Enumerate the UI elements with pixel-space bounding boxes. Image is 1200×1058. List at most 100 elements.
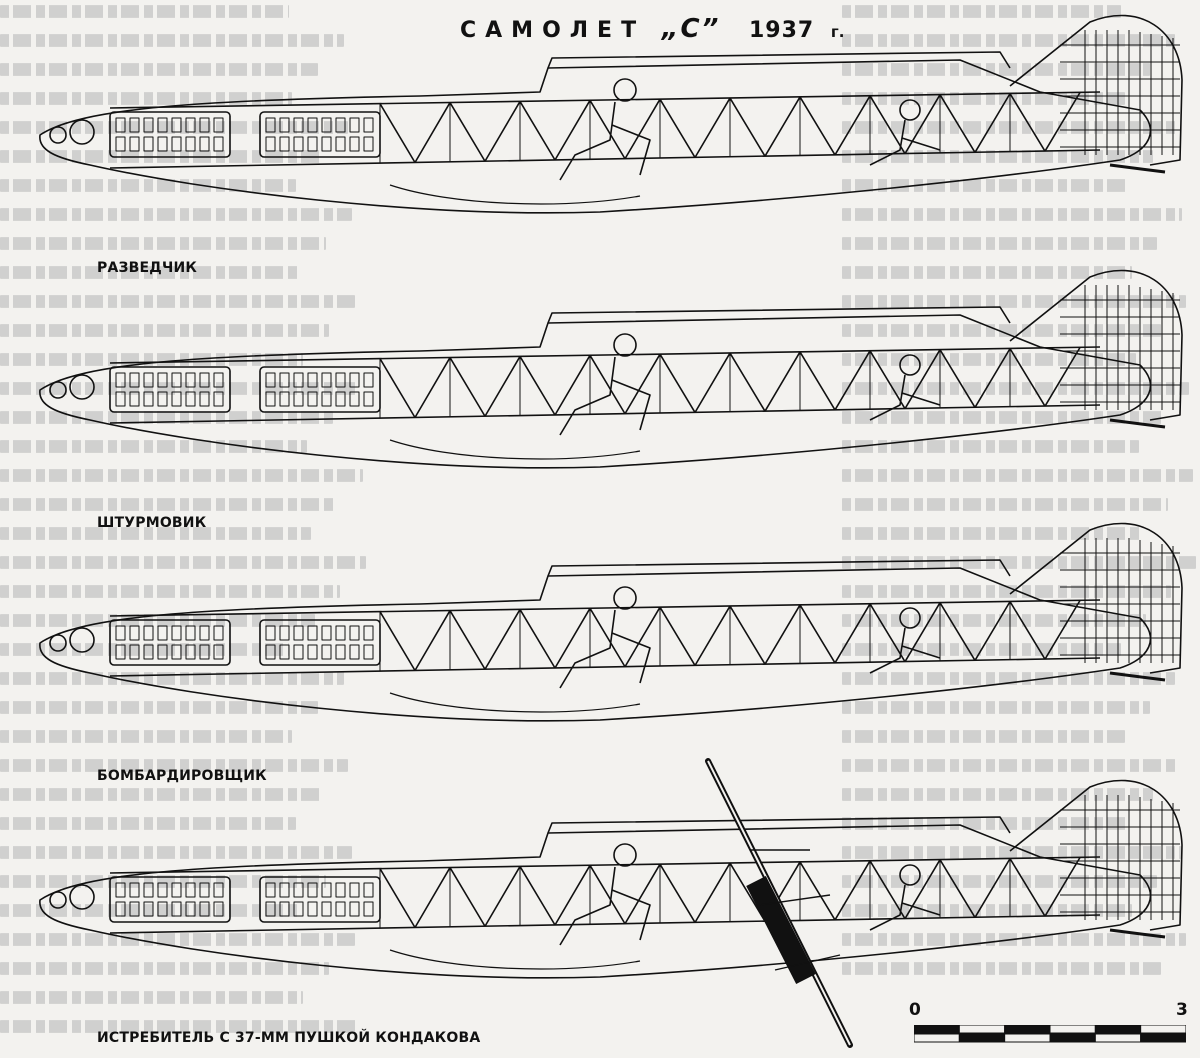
variant-label-attack: ШТУРМОВИК <box>97 515 207 531</box>
background-text-line <box>842 556 1197 569</box>
background-text-line <box>842 5 1122 18</box>
cannon-37mm-illustration <box>705 758 853 1048</box>
engine-front <box>109 366 231 413</box>
title-designation: „С” <box>661 14 721 44</box>
fuselage-structure <box>39 779 1183 979</box>
background-text-line <box>842 730 1125 743</box>
background-text-line <box>0 672 345 685</box>
background-text-line <box>842 469 1193 482</box>
pilot-figure <box>559 843 651 946</box>
engine-rear <box>259 619 381 666</box>
background-text-line <box>0 556 367 569</box>
background-text-line <box>0 991 304 1004</box>
scale-segment <box>1049 1025 1096 1034</box>
background-text-line <box>842 759 1179 772</box>
background-text-line <box>0 63 319 76</box>
engine-front <box>109 111 231 158</box>
background-text-line <box>842 208 1183 221</box>
background-text-line <box>0 440 308 453</box>
aircraft-cutaway-fighter <box>39 779 1183 979</box>
background-text-line <box>0 817 296 830</box>
scale-segment <box>958 1033 1006 1043</box>
pilot-figure <box>559 78 651 181</box>
scale-end-label: 3 <box>1176 1000 1188 1020</box>
background-text-line <box>0 469 363 482</box>
background-text-line <box>0 237 326 250</box>
background-text-line <box>842 63 1150 76</box>
scale-segment <box>1140 1033 1186 1043</box>
scale-bar <box>914 1025 1186 1043</box>
background-text-line <box>0 208 352 221</box>
aircraft-cutaway-bomber <box>39 522 1183 722</box>
diagram-title: САМОЛЕТ „С” 1937 г. <box>460 14 844 44</box>
fuselage-structure <box>39 522 1183 722</box>
engine-front <box>109 619 231 666</box>
background-text-line <box>842 585 1172 598</box>
background-text-left <box>0 0 370 1058</box>
engine-rear <box>259 111 381 158</box>
background-text-line <box>0 353 304 366</box>
background-text-line <box>842 34 1175 47</box>
background-text-line <box>0 92 293 105</box>
background-text-line <box>0 527 311 540</box>
scale-start-label: 0 <box>909 1000 921 1020</box>
engine-rear <box>259 366 381 413</box>
background-text-line <box>842 179 1129 192</box>
background-text-line <box>0 5 289 18</box>
pilot-figure <box>559 586 651 689</box>
scale-segment <box>914 1025 960 1034</box>
background-text-line <box>842 962 1161 975</box>
scale-segment <box>1049 1033 1096 1043</box>
scale-segment <box>1094 1025 1142 1034</box>
scale-segment <box>958 1025 1006 1034</box>
title-year-suffix: г. <box>830 23 845 41</box>
title-year: 1937 <box>749 18 815 43</box>
background-text-line <box>0 846 352 859</box>
background-text-line <box>0 701 319 714</box>
background-text-line <box>0 933 356 946</box>
background-text-line <box>0 730 293 743</box>
aircraft-cutaway-attack <box>39 269 1183 469</box>
background-text-line <box>0 121 348 134</box>
background-text-line <box>842 237 1158 250</box>
background-text-line <box>0 585 341 598</box>
background-text-right <box>842 0 1200 1000</box>
background-text-line <box>0 295 356 308</box>
background-text-line <box>0 962 330 975</box>
pilot-figure <box>559 333 651 436</box>
gunner-figure <box>869 607 941 674</box>
scale-segment <box>1140 1025 1186 1034</box>
background-text-line <box>0 266 300 279</box>
background-text-line <box>0 34 345 47</box>
background-text-line <box>0 788 322 801</box>
background-text-line <box>842 846 1183 859</box>
background-text-line <box>842 440 1140 453</box>
background-text-line <box>842 266 1132 279</box>
background-text-line <box>0 498 337 511</box>
variant-label-reconnaissance: РАЗВЕДЧИК <box>97 260 198 276</box>
variant-label-bomber: БОМБАРДИРОВЩИК <box>97 768 267 784</box>
background-text-line <box>0 324 330 337</box>
fuselage-structure <box>39 14 1183 214</box>
scale-segment <box>1094 1033 1142 1043</box>
gunner-figure <box>869 864 941 931</box>
variant-label-fighter: ИСТРЕБИТЕЛЬ С 37-ММ ПУШКОЙ КОНДАКОВА <box>97 1030 481 1046</box>
background-text-line <box>842 701 1150 714</box>
background-text-line <box>0 759 348 772</box>
background-text-line <box>842 527 1143 540</box>
engine-front <box>109 876 231 923</box>
scale-segment <box>1004 1025 1051 1034</box>
scale-segment <box>914 1033 960 1043</box>
fuselage-structure <box>39 269 1183 469</box>
background-text-line <box>842 498 1168 511</box>
aircraft-cutaway-reconnaissance <box>39 14 1183 214</box>
title-main: САМОЛЕТ <box>460 18 646 43</box>
background-text-line <box>842 672 1175 685</box>
background-text-line <box>842 295 1186 308</box>
engine-rear <box>259 876 381 923</box>
scale-segment <box>1004 1033 1051 1043</box>
gunner-figure <box>869 354 941 421</box>
gunner-figure <box>869 99 941 166</box>
background-text-line <box>0 1020 359 1033</box>
